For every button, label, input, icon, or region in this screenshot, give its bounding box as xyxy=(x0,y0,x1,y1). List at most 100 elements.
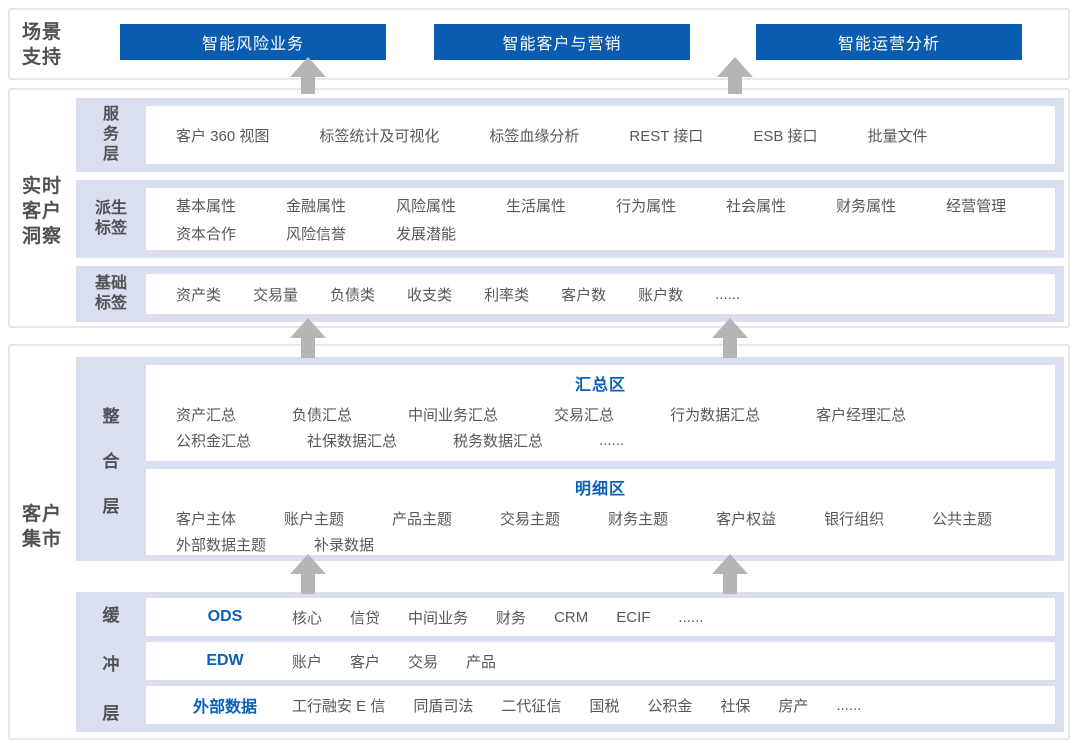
item: 财务主题 xyxy=(608,510,669,528)
external-data-row: 外部数据 工行融安 E 信同盾司法二代征信国税公积金社保房产...... xyxy=(146,686,1055,724)
scenario-support-label: 场景支持 xyxy=(22,20,62,70)
item: 层 xyxy=(102,496,120,516)
item: 核心 xyxy=(292,609,323,627)
summary-zone-box: 汇总区 资产汇总负债汇总中间业务汇总交易汇总行为数据汇总客户经理汇总 公积金汇总… xyxy=(146,365,1055,461)
item: 务 xyxy=(102,126,119,143)
scenario-button-customer-marketing: 智能客户与营销 xyxy=(434,24,690,60)
item: 标签 xyxy=(94,220,127,237)
up-arrow-icon xyxy=(290,318,326,358)
up-arrow-icon xyxy=(712,554,748,594)
item: 派生 xyxy=(94,200,127,217)
item: 公积金汇总 xyxy=(176,432,252,450)
item: 资产汇总 xyxy=(176,406,237,424)
service-layer-row: 服务层 客户 360 视图 标签统计及可视化 标签血缘分析 REST 接口 ESB 接口… xyxy=(76,98,1064,172)
edw-title: EDW xyxy=(206,652,244,669)
item: 交易主题 xyxy=(500,510,561,528)
customer-mart-section: 客户集市 整合层 汇总区 资产汇总负债汇总中间业务汇总交易汇总行为数据汇总客户经… xyxy=(8,344,1070,740)
item: 金融属性 xyxy=(286,197,347,215)
item: 整 xyxy=(102,406,120,426)
item: 客户主体 xyxy=(176,510,237,528)
scenario-button-risk: 智能风险业务 xyxy=(120,24,386,60)
item: 公积金 xyxy=(647,697,693,715)
item: 中间业务 xyxy=(408,609,469,627)
realtime-insight-label: 实时客户洞察 xyxy=(22,174,62,249)
item: 交易 xyxy=(408,653,439,671)
item: 集市 xyxy=(22,529,63,550)
edw-items: 账户客户交易产品 xyxy=(292,651,496,672)
item: 补录数据 xyxy=(314,536,375,554)
item: 标签血缘分析 xyxy=(489,127,580,145)
realtime-insight-section: 实时客户洞察 服务层 客户 360 视图 标签统计及可视化 标签血缘分析 REST 接… xyxy=(8,88,1070,328)
item: 行为属性 xyxy=(616,197,677,215)
item: ...... xyxy=(599,431,625,449)
item: 支持 xyxy=(22,47,63,68)
item: 缓 xyxy=(102,605,120,625)
item: 财务 xyxy=(496,609,527,627)
item: 场景 xyxy=(22,22,63,43)
service-layer-box: 客户 360 视图 标签统计及可视化 标签血缘分析 REST 接口 ESB 接口 批量文件 xyxy=(146,106,1055,164)
item: 资产类 xyxy=(176,286,222,304)
item: 国税 xyxy=(589,697,620,715)
item: 客户 xyxy=(22,201,63,222)
item: 账户数 xyxy=(638,286,684,304)
derived-tags-line1: 基本属性金融属性风险属性生活属性行为属性社会属性财务属性经营管理 xyxy=(176,195,1055,216)
summary-zone-title: 汇总区 xyxy=(574,377,626,394)
item: 账户主题 xyxy=(284,510,345,528)
derived-tags-line2: 资本合作风险信誉发展潜能 xyxy=(176,223,1055,244)
item: 实时 xyxy=(22,176,63,197)
item: 账户 xyxy=(292,653,323,671)
item: 交易量 xyxy=(253,286,299,304)
item: REST 接口 xyxy=(629,127,704,145)
item: 社保 xyxy=(720,697,751,715)
summary-zone-line1: 资产汇总负债汇总中间业务汇总交易汇总行为数据汇总客户经理汇总 xyxy=(146,401,1055,427)
external-data-items: 工行融安 E 信同盾司法二代征信国税公积金社保房产...... xyxy=(292,695,861,716)
basic-tags-label: 基础标签 xyxy=(76,266,146,322)
customer-mart-label: 客户集市 xyxy=(22,502,62,552)
item: 基础 xyxy=(94,275,127,292)
item: 服 xyxy=(102,106,119,123)
item: 利率类 xyxy=(484,286,530,304)
basic-tags-row: 基础标签 资产类交易量负债类收支类利率类客户数账户数...... xyxy=(76,266,1064,322)
item: 合 xyxy=(102,451,120,471)
item: 层 xyxy=(102,146,119,163)
item: 同盾司法 xyxy=(413,697,474,715)
item: ESB 接口 xyxy=(753,127,818,145)
up-arrow-icon xyxy=(712,318,748,358)
item: 负债汇总 xyxy=(292,406,353,424)
item: ...... xyxy=(678,608,704,626)
detail-zone-title: 明细区 xyxy=(574,481,626,498)
item: 客户 xyxy=(350,653,381,671)
item: 资本合作 xyxy=(176,225,237,243)
item: 公共主题 xyxy=(932,510,993,528)
detail-zone-line1: 客户主体账户主题产品主题交易主题财务主题客户权益银行组织公共主题 xyxy=(146,505,1055,531)
item: CRM xyxy=(554,608,589,626)
item: 标签 xyxy=(94,295,127,312)
detail-zone-line2: 外部数据主题 补录数据 xyxy=(146,531,1055,557)
item: 行为数据汇总 xyxy=(670,406,761,424)
item: ...... xyxy=(715,285,741,303)
item: 批量文件 xyxy=(867,127,928,145)
item: ECIF xyxy=(616,608,651,626)
buffer-layer-label: 缓冲层 xyxy=(76,592,146,732)
item: 二代征信 xyxy=(501,697,562,715)
item: 房产 xyxy=(778,697,809,715)
item: 经营管理 xyxy=(946,197,1007,215)
item: 生活属性 xyxy=(506,197,567,215)
derived-tags-row: 派生标签 基本属性金融属性风险属性生活属性行为属性社会属性财务属性经营管理 资本… xyxy=(76,180,1064,258)
item: 标签统计及可视化 xyxy=(319,127,440,145)
service-layer-items: 客户 360 视图 标签统计及可视化 标签血缘分析 REST 接口 ESB 接口 批量文件 xyxy=(146,106,1055,164)
item: 外部数据主题 xyxy=(176,536,267,554)
item: 层 xyxy=(102,703,120,723)
integration-layer-block: 整合层 汇总区 资产汇总负债汇总中间业务汇总交易汇总行为数据汇总客户经理汇总 公… xyxy=(76,357,1064,561)
item: 财务属性 xyxy=(836,197,897,215)
external-data-title: 外部数据 xyxy=(192,699,257,716)
basic-tags-items: 资产类交易量负债类收支类利率类客户数账户数...... xyxy=(146,274,1055,314)
item: 洞察 xyxy=(22,226,63,247)
scenario-button-operation-analysis: 智能运营分析 xyxy=(756,24,1022,60)
up-arrow-icon xyxy=(290,57,326,94)
item: 客户 360 视图 xyxy=(176,127,270,145)
summary-zone-line2: 公积金汇总社保数据汇总税务数据汇总...... xyxy=(146,427,1055,453)
